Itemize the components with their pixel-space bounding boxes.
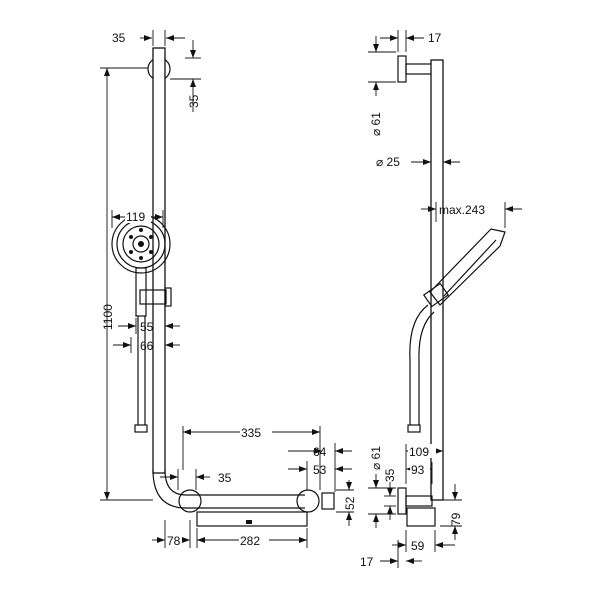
slider-knob	[164, 287, 172, 307]
dim-bottom-59: 59	[411, 539, 425, 553]
shower-hose	[137, 316, 146, 425]
dim-top-17: 17	[428, 31, 442, 45]
dim-head-diameter: 119	[126, 210, 145, 224]
dim-bend-35: 35	[218, 471, 232, 485]
shelf	[196, 511, 308, 527]
dim-top-offset: 35	[112, 31, 126, 45]
front-dimensions: 35 35 1100 119	[100, 30, 357, 548]
dim-diameter-61: ⌀ 61	[369, 112, 383, 136]
dim-depth-53: 53	[313, 463, 327, 477]
dim-holder-66: 66	[140, 339, 154, 353]
front-view: 35 35 1100 119	[100, 30, 357, 548]
rail-bend-inner	[164, 469, 305, 496]
lower-bracket-arm	[405, 495, 433, 507]
side-view: 17 ⌀ 61 ⌀ 25 max.243	[360, 30, 522, 569]
dim-height-79: 79	[449, 512, 463, 526]
dim-depth-93: 93	[411, 463, 425, 477]
side-holder	[422, 282, 450, 308]
shower-handle	[135, 267, 147, 317]
lower-wall-flange	[397, 487, 407, 515]
rail-bend-outer	[152, 469, 305, 509]
dim-holder-55: 55	[140, 320, 154, 334]
side-dimensions: 17 ⌀ 61 ⌀ 25 max.243	[360, 30, 522, 569]
side-vertical-rail	[430, 59, 444, 501]
right-lower-bracket	[296, 489, 320, 513]
dim-bottom-17: 17	[360, 555, 374, 569]
side-hose-inner	[418, 311, 435, 425]
dim-total-height: 1100	[101, 304, 115, 330]
dim-max-reach: max.243	[439, 203, 485, 217]
dim-shelf-282: 282	[240, 534, 260, 548]
side-hose-connector	[407, 424, 421, 433]
top-wall-flange	[397, 55, 407, 83]
dim-diameter-61-low: ⌀ 61	[369, 446, 383, 470]
rail-end-cap	[321, 492, 335, 510]
side-shelf	[406, 507, 436, 527]
side-hose-outer	[409, 304, 429, 425]
dim-wall-bracket: 35	[187, 94, 201, 108]
dim-diameter-25: ⌀ 25	[376, 155, 400, 169]
dim-depth-109: 109	[409, 445, 429, 459]
slider-holder	[139, 289, 167, 305]
dim-rail-length: 335	[241, 426, 261, 440]
shelf-logo-mark	[246, 520, 252, 524]
left-lower-bracket	[178, 489, 202, 513]
dim-low-35: 35	[383, 468, 397, 482]
hose-connector	[134, 424, 148, 433]
dim-bottom-78: 78	[167, 534, 181, 548]
shower-head-side	[429, 228, 506, 306]
dim-depth-64: 64	[313, 445, 327, 459]
top-bracket-arm	[405, 63, 433, 75]
dim-rail-52: 52	[343, 496, 357, 510]
